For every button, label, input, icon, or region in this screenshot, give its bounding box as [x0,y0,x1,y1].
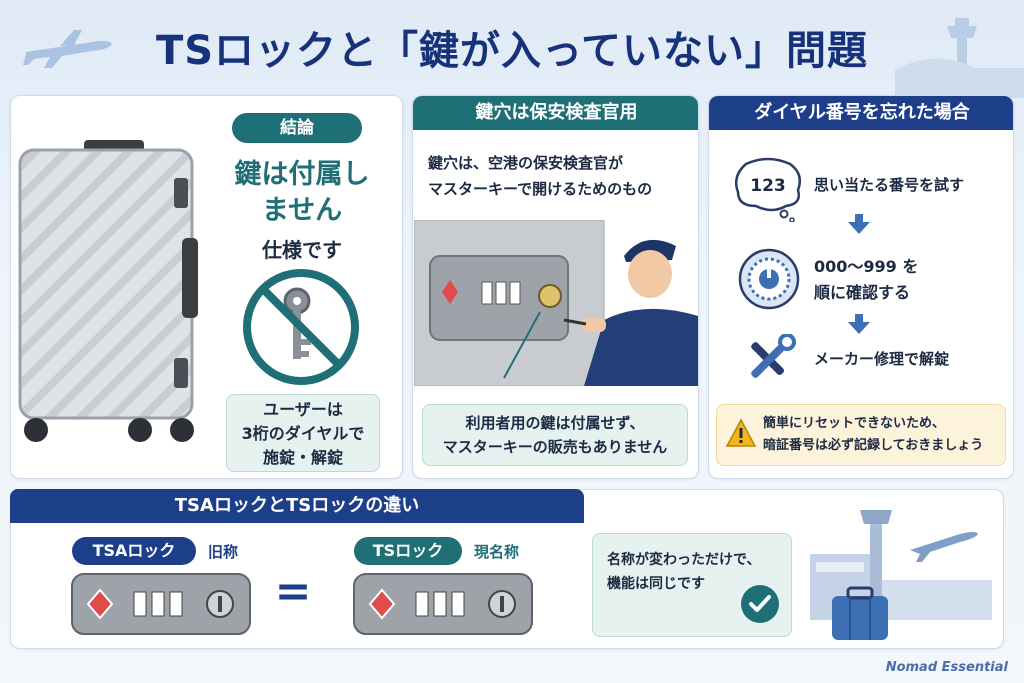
ts-lock-label: 現名称 [474,543,520,561]
page-title: TSロックと「鍵が入っていない」問題 [155,28,869,74]
tsa-vs-ts-header: TSAロックとTSロックの違い [10,489,584,523]
step2-line1: 000～999 を [814,257,919,276]
airport-tower-icon [895,18,1024,98]
tsa-lock-label: 旧称 [208,543,239,561]
forgot-dial-header: ダイヤル番号を忘れた場合 [709,96,1013,130]
keyhole-desc-line1: 鍵穴は、空港の保安検査官が [428,154,624,172]
conclusion-note-line2: 3桁のダイヤルで [241,424,365,443]
thought-bubble-text: 123 [750,176,786,196]
step3-text: メーカー修理で解錠 [814,350,950,368]
conclusion-headline-line2: ません [261,195,343,226]
step1-text: 思い当たる番号を試す [814,176,965,194]
warning-icon [725,418,757,447]
same-function-line2: 機能は同じです [607,576,705,592]
inspector-unlocking-illustration [414,220,698,386]
keyhole-note-line2: マスターキーの販売もありません [442,438,668,456]
ts-lock-badge: TSロック [354,537,462,565]
step-arrow-2 [848,322,870,334]
step-arrow-2-stem [855,314,863,322]
step-arrow-1 [848,222,870,234]
warning-note: 簡単にリセットできないため、 暗証番号は必ず記録しておきましょう [716,404,1006,466]
thought-bubble-icon [735,157,801,222]
keyhole-desc: 鍵穴は、空港の保安検査官が マスターキーで開けるためのもの [428,150,690,202]
airport-scene-illustration [810,510,992,640]
step2-line2: 順に確認する [814,283,911,302]
conclusion-subline: 仕様です [262,238,342,262]
conclusion-note-line1: ユーザーは [263,400,343,419]
conclusion-badge: 結論 [232,113,362,143]
repair-tools-icon [751,334,796,378]
airplane-icon [23,30,112,68]
step-arrow-1-stem [855,214,863,222]
keyhole-note: 利用者用の鍵は付属せず、 マスターキーの販売もありません [422,404,688,466]
suitcase-illustration [18,140,198,442]
equals-sign: = [274,566,312,617]
dial-icon [738,248,800,310]
check-icon [741,585,779,623]
same-function-line1: 名称が変わっただけで、 [607,552,761,568]
brand-logo-text: Nomad Essential [885,660,1008,675]
step2-text: 000～999 を 順に確認する [814,254,1010,306]
conclusion-headline-line1: 鍵は付属し [234,159,370,190]
tsa-lock-badge: TSAロック [72,537,196,565]
ts-lock-illustration [353,573,533,635]
no-key-icon [243,269,359,385]
keyhole-header: 鍵穴は保安検査官用 [413,96,698,130]
tsa-lock-illustration [71,573,251,635]
warning-note-line2: 暗証番号は必ず記録しておきましょう [763,438,984,453]
keyhole-note-line1: 利用者用の鍵は付属せず、 [465,414,645,432]
conclusion-note-line3: 施錠・解錠 [262,448,343,467]
warning-note-line1: 簡単にリセットできないため、 [763,416,946,431]
conclusion-note: ユーザーは 3桁のダイヤルで 施錠・解錠 [226,394,380,472]
keyhole-desc-line2: マスターキーで開けるためのもの [428,180,653,198]
